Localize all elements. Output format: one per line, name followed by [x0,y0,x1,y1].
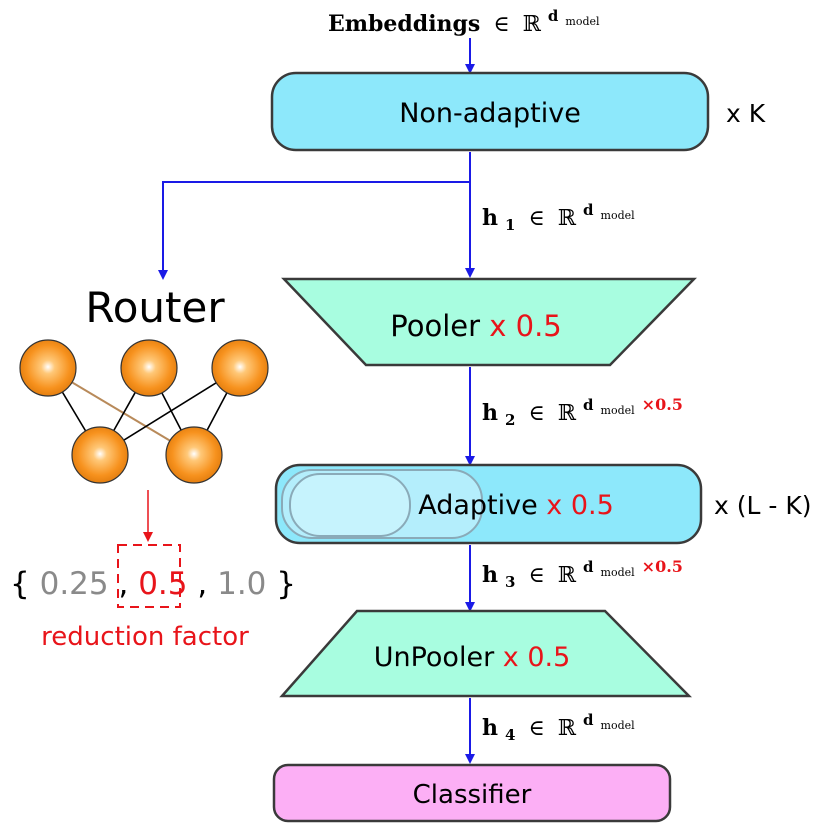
classifier-label: Classifier [413,780,532,810]
router-node [165,426,223,484]
option-1-0: 1.0 [217,566,266,602]
router-branch-arrow [158,152,471,280]
embeddings-label: Embeddings ∈ ℝ d model [328,2,600,37]
adaptive-skipped-layer [289,473,411,537]
router-node [19,339,77,397]
router-node [71,426,129,484]
option-0-25: 0.25 [40,566,109,602]
h3-label: h 3 ∈ ℝ d model ×0.5 [482,553,683,593]
classifier-block [272,763,672,823]
router-node [120,339,178,397]
unpooler-label: UnPooler x 0.5 [374,642,571,673]
h1-label: h 1 ∈ ℝ d model [482,196,635,236]
router-node [211,339,269,397]
options-open-brace: { [10,566,30,602]
selected-option-box [117,544,181,608]
reduction-options: { 0.25 , 0.5 , 1.0 } [10,566,296,602]
router-network [19,339,269,484]
h4-label: h 4 ∈ ℝ d model [482,706,635,746]
h2-label: h 2 ∈ ℝ d model ×0.5 [482,391,683,431]
non-adaptive-repeat: x K [726,99,766,128]
non-adaptive-block [270,71,710,152]
adaptive-label: Adaptive x 0.5 [418,490,614,521]
pooler-block [281,277,697,367]
pooler-label: Pooler x 0.5 [390,309,561,343]
adaptive-repeat: x (L - K) [714,491,812,520]
router-title: Router [85,283,225,332]
unpooler-block [279,609,692,698]
reduction-factor-caption: reduction factor [41,622,249,652]
non-adaptive-label: Non-adaptive [399,98,581,129]
